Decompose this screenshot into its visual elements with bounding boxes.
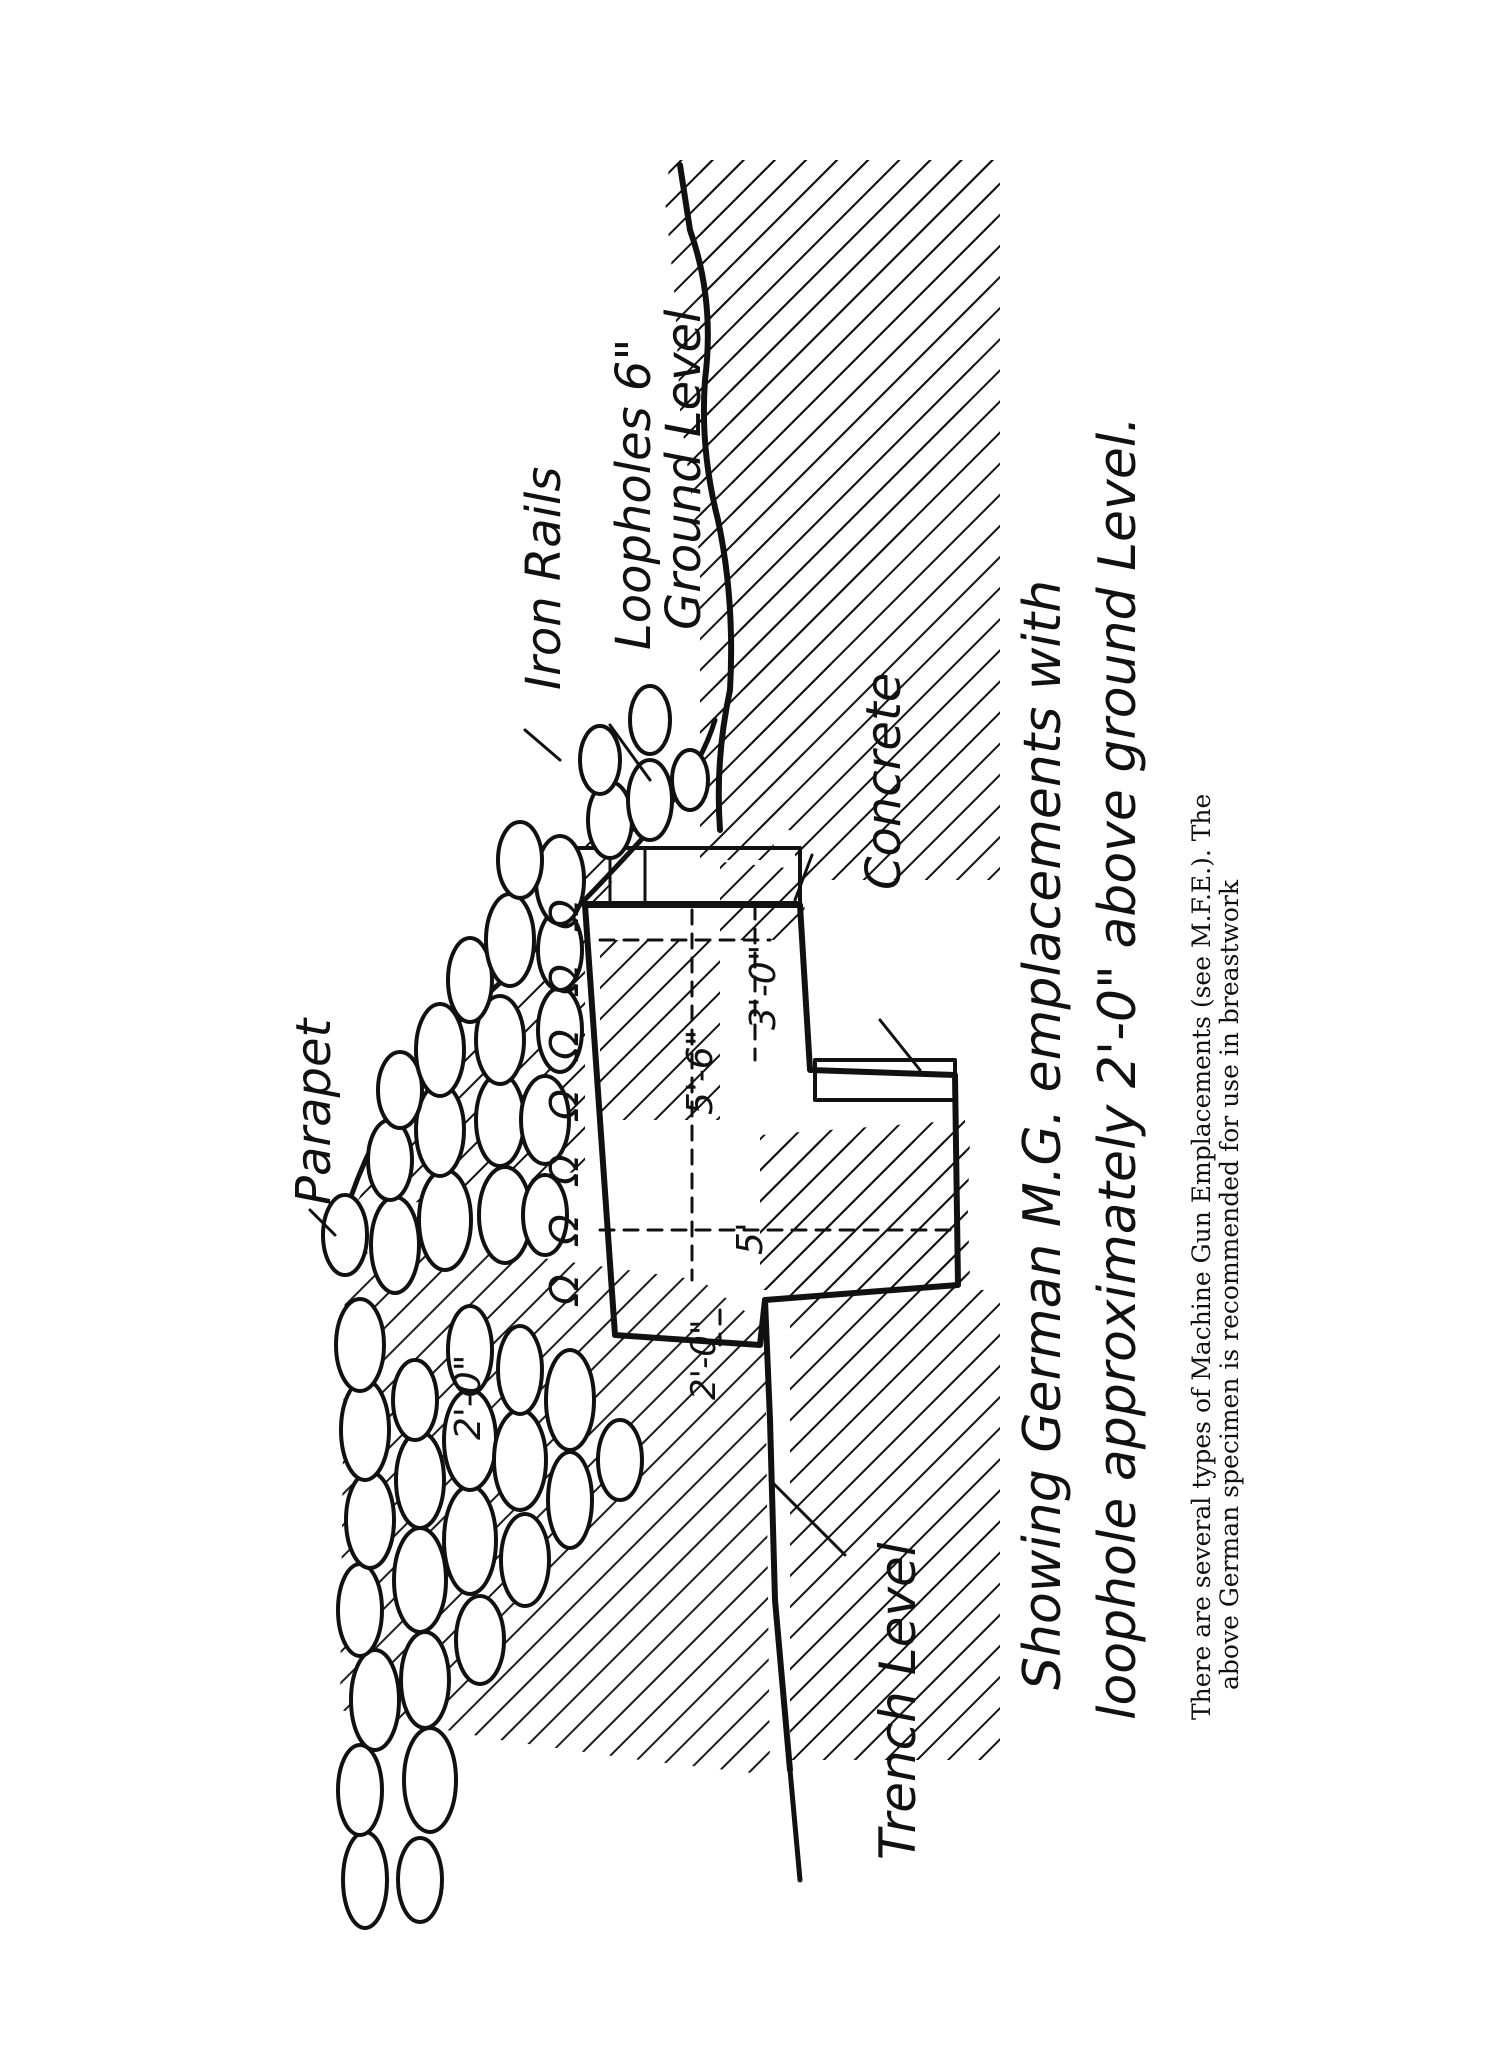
stone	[392, 1526, 448, 1634]
stone	[336, 1743, 384, 1837]
stones	[321, 684, 710, 1930]
stone	[442, 1484, 498, 1596]
stone	[496, 820, 544, 900]
caption-line-2: above German specimen is recommended for…	[1215, 879, 1244, 1690]
stone	[446, 936, 494, 1024]
iron-rail-mark: Ω	[542, 1154, 588, 1187]
stone	[474, 994, 526, 1086]
stone	[336, 1562, 384, 1658]
caption-line-1: There are several types of Machine Gun E…	[1187, 794, 1216, 1720]
emplacement-chamber	[582, 902, 961, 1348]
stone	[454, 1594, 506, 1686]
stone	[339, 1378, 391, 1482]
concrete-label: Concrete	[856, 673, 912, 890]
trench-level-label: Trench Level	[869, 1542, 927, 1860]
stone	[496, 1324, 544, 1416]
title-line-2: loophole approximately 2'-0" above groun…	[1088, 416, 1148, 1720]
stone	[628, 684, 672, 756]
stone	[391, 1358, 439, 1442]
ground-line	[677, 162, 735, 833]
stone	[417, 1168, 473, 1272]
stone	[334, 1297, 386, 1393]
stone	[402, 1726, 458, 1834]
trench-floor	[787, 1767, 803, 1883]
stone	[519, 1074, 571, 1166]
stone	[596, 1418, 644, 1502]
stone	[626, 758, 674, 842]
dim-inner-width: 5'	[730, 1222, 771, 1255]
iron-rail-mark: Ω	[542, 1214, 588, 1247]
trench-earth	[760, 1140, 970, 1290]
stone	[484, 892, 536, 988]
stone	[474, 1072, 526, 1168]
far-earth	[730, 160, 1000, 880]
stone	[369, 1195, 421, 1295]
bottom-earth	[790, 1290, 1000, 1760]
title-line-1: Showing German M.G. emplacements with	[1013, 580, 1073, 1690]
stone	[376, 1050, 424, 1130]
iron-rail-mark: Ω	[542, 1089, 588, 1122]
stone	[394, 1430, 446, 1530]
ground-level-label: Ground Level	[656, 309, 712, 630]
dimension-lines	[598, 903, 952, 1347]
stone	[344, 1470, 396, 1570]
iron-rails-label: Iron Rails	[516, 467, 572, 690]
stone	[341, 1830, 389, 1930]
stone	[521, 1173, 569, 1257]
dim-depth: 5'-6"	[680, 1030, 721, 1115]
dim-ledge: 3'-0"	[743, 945, 784, 1030]
leader-lines	[308, 723, 922, 1557]
stone	[446, 1304, 494, 1396]
dim-step-height: 2'-0"	[684, 1319, 724, 1400]
loopholes-label: Loopholes 6"	[606, 339, 662, 650]
loophole-gap	[608, 846, 647, 905]
iron-rail-mark: Ω	[542, 899, 588, 932]
stone	[546, 1450, 594, 1550]
stone	[670, 748, 710, 812]
stone	[366, 1118, 414, 1202]
stone	[399, 1630, 451, 1730]
parapet-label: Parapet	[286, 1016, 342, 1205]
stone	[321, 1193, 369, 1277]
stone	[414, 1002, 466, 1098]
stone	[492, 1408, 548, 1512]
iron-rail-mark: Ω	[542, 1029, 588, 1062]
stone	[396, 1836, 444, 1924]
stone	[578, 724, 622, 796]
stone	[544, 1348, 596, 1452]
dim-parapet-gap: 2'-0"	[448, 1355, 489, 1440]
stone	[499, 1512, 551, 1608]
ground-earth	[665, 160, 735, 830]
trench-wall	[762, 1297, 793, 1773]
iron-rail-mark: Ω	[542, 1274, 588, 1307]
concrete-ledge	[813, 1058, 957, 1102]
iron-rail-mark: Ω	[542, 964, 588, 997]
stone	[349, 1648, 401, 1752]
